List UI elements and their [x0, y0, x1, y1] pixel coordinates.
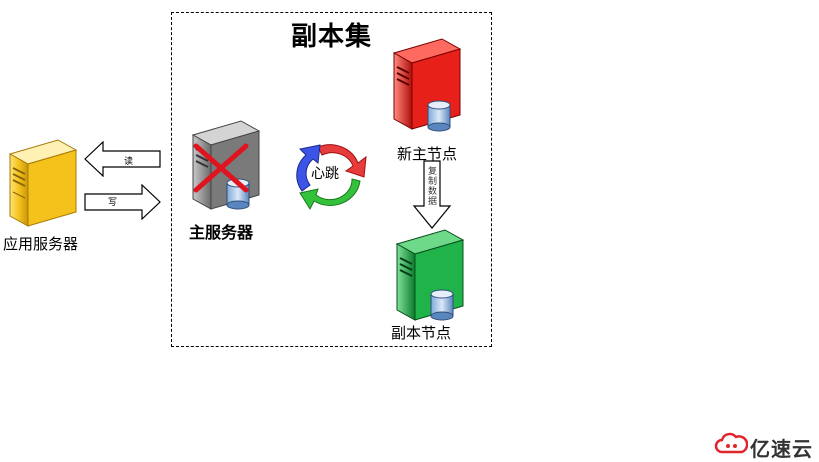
app-server-icon	[8, 139, 78, 227]
heartbeat-label: 心跳	[311, 166, 339, 182]
new-primary-server-icon	[392, 38, 462, 132]
heartbeat-cycle-icon	[296, 144, 367, 211]
replica-set-title: 副本集	[290, 22, 372, 52]
replicate-label: 复制数据	[426, 166, 436, 206]
new-primary-label: 新主节点	[397, 145, 458, 163]
read-label: 读	[124, 157, 134, 167]
read-arrow-icon	[84, 141, 161, 177]
replica-set-boundary	[171, 12, 492, 347]
write-arrow-icon	[84, 184, 161, 220]
primary-server-label: 主服务器	[189, 223, 254, 242]
secondary-label: 副本节点	[391, 324, 452, 342]
cloud-logo-icon	[714, 432, 748, 454]
secondary-server-icon	[395, 229, 465, 321]
failure-x-icon	[193, 143, 249, 193]
app-server-label: 应用服务器	[3, 235, 79, 253]
replicate-arrow-icon	[412, 160, 452, 229]
watermark-logo-text: 亿速云	[750, 437, 813, 461]
write-label: 写	[108, 198, 118, 208]
